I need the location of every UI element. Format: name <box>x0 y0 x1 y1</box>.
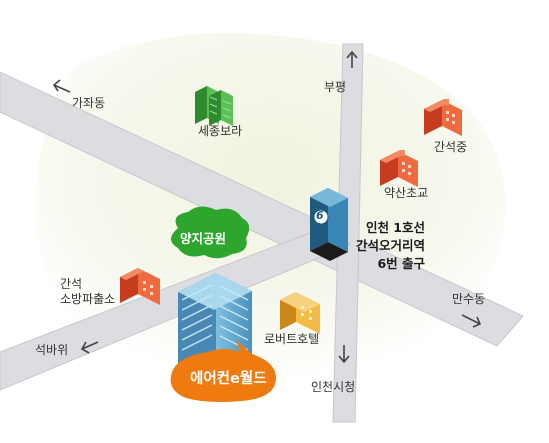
destination-building-icon <box>178 273 252 369</box>
direction-label-gajwadong: 가좌동 <box>72 96 106 110</box>
destination-name: 에어컨e월드 <box>190 371 267 387</box>
direction-label-seokbawi: 석바위 <box>35 343 69 357</box>
landmark-label-yaksan-elementary: 약산초교 <box>384 186 429 200</box>
yangji-park-blob <box>171 206 250 259</box>
station-exit-number: 6 <box>316 209 324 222</box>
sejong-apartment-icon <box>195 86 233 126</box>
arrow-west-down-icon <box>80 341 99 354</box>
station-exit-icon <box>310 188 348 261</box>
road-seokbawi <box>0 224 351 391</box>
station-line-name: 인천 1호선 <box>365 220 426 235</box>
destination-callout <box>170 340 276 402</box>
yaksan-elementary-school-icon <box>380 150 418 187</box>
fire-station-icon <box>120 268 160 305</box>
station-exit-info: 인천 1호선 간석오거리역 6번 출구 <box>356 219 425 273</box>
direction-label-bupyeong: 부평 <box>324 80 347 94</box>
roads <box>0 43 524 423</box>
direction-label-mansudong: 만수동 <box>452 292 486 306</box>
station-name: 간석오거리역 <box>356 238 426 253</box>
landmark-label-robert-hotel: 로버트호텔 <box>264 332 320 346</box>
landmark-label-ganseok-middle: 간석중 <box>434 140 468 154</box>
direction-arrows <box>52 50 482 364</box>
direction-label-incheon-city-hall: 인천시청 <box>311 380 356 394</box>
landmark-label-yangji-park: 양지공원 <box>180 231 227 246</box>
landmark-label-fire-station-line1: 간석 <box>60 277 83 291</box>
arrow-north-icon <box>346 50 358 68</box>
robert-hotel-icon <box>280 292 320 334</box>
ganseok-middle-school-icon <box>424 99 462 136</box>
arrow-east-icon <box>461 314 482 328</box>
landmark-label-sejong-bora: 세종보라 <box>198 124 243 138</box>
arrow-south-icon <box>338 345 350 364</box>
station-exit-label: 6번 출구 <box>377 256 426 271</box>
landmark-label-fire-station-line2: 소방파출소 <box>60 292 116 306</box>
arrow-west-up-icon <box>52 79 71 93</box>
